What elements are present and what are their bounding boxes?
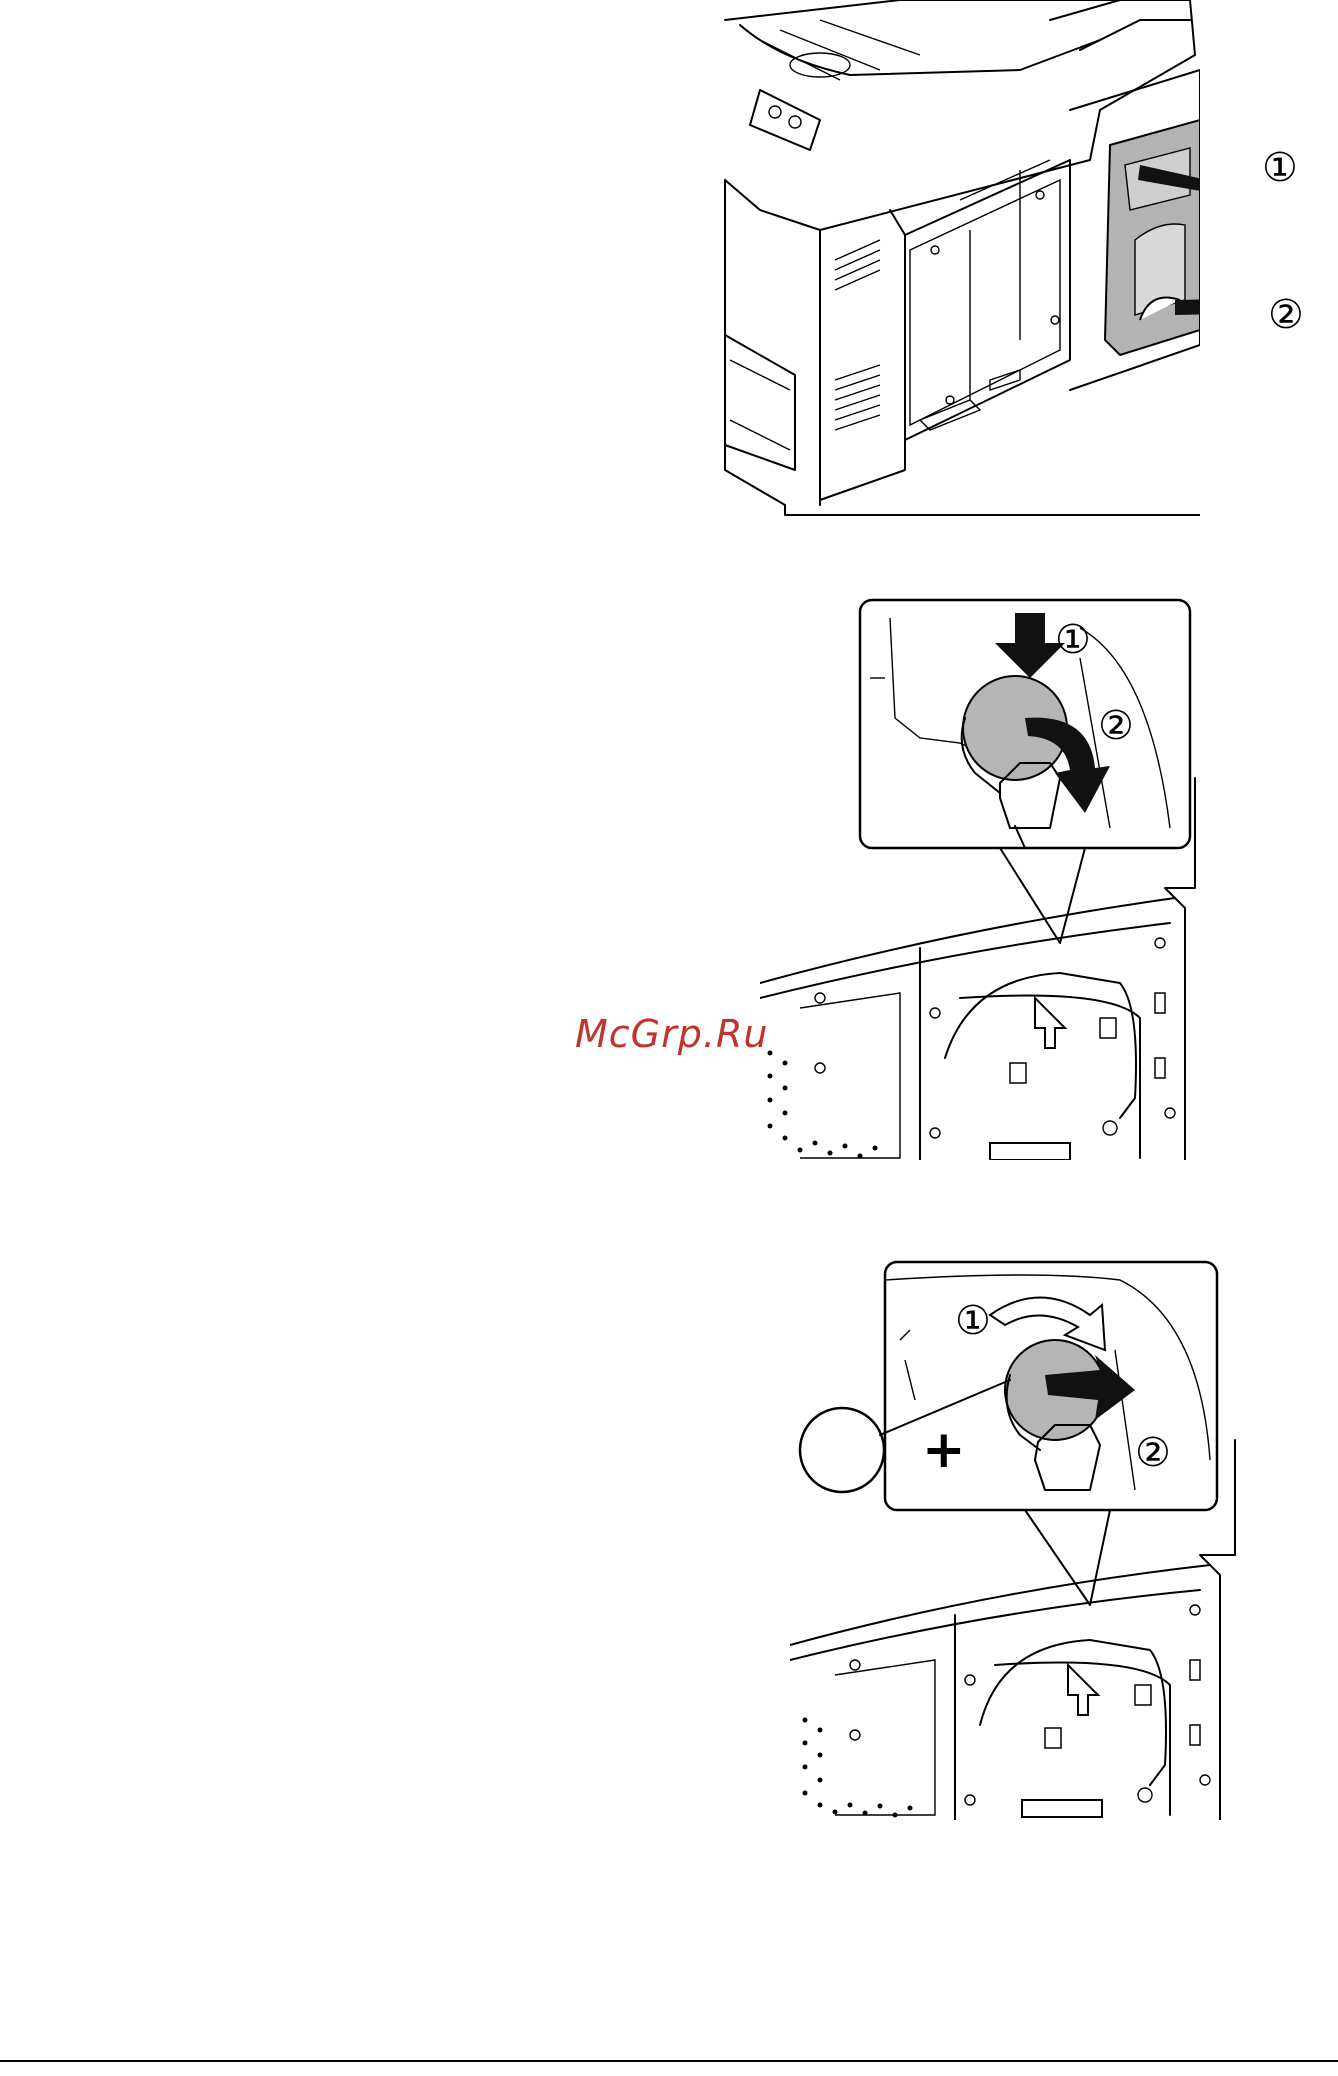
fig2-callout-2: ②	[1098, 703, 1134, 749]
printer-cover-removal-illustration	[720, 0, 1200, 535]
battery-install-illustration	[790, 1260, 1300, 1820]
watermark: McGrp.Ru	[575, 1012, 768, 1056]
plus-polarity-circle	[800, 1408, 884, 1492]
footer-rule	[0, 2060, 1338, 2062]
fig1-callout-2: ②	[1268, 292, 1304, 338]
fig3-polarity-mark: +	[922, 1420, 966, 1480]
fig2-callout-1: ①	[1055, 617, 1091, 663]
fig3-callout-1: ①	[955, 1298, 991, 1344]
battery-removal-illustration	[760, 598, 1280, 1160]
fig1-callout-1: ①	[1262, 145, 1298, 191]
fig3-callout-2: ②	[1135, 1430, 1171, 1476]
